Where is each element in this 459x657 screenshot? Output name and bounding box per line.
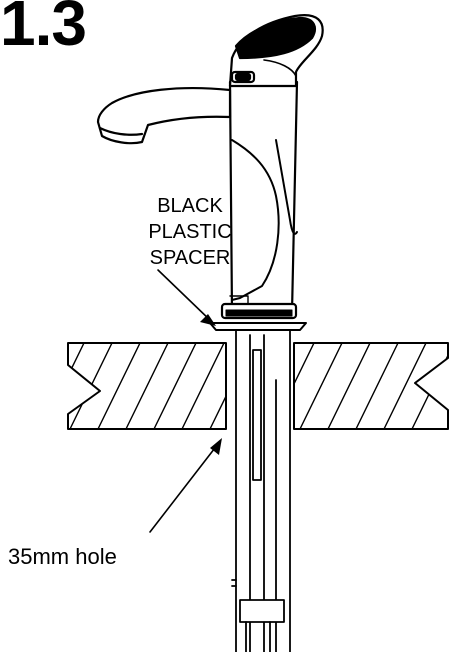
worktop-left [67, 342, 227, 430]
worktop-right [293, 342, 449, 430]
tap-shank [231, 329, 291, 653]
spacer-label-line-2: PLASTIC [148, 221, 232, 243]
spacer-callout-label: BLACK PLASTIC SPACER [140, 193, 240, 271]
hole-callout-label: 35mm hole [8, 544, 117, 569]
spacer-label-line-1: BLACK [157, 195, 223, 217]
step-number: 1.3 [0, 0, 87, 59]
tap-body [96, 14, 324, 331]
spacer-label-line-3: SPACER [149, 247, 231, 269]
hole-callout-arrow [149, 438, 222, 533]
spacer-callout-arrow [157, 269, 216, 326]
